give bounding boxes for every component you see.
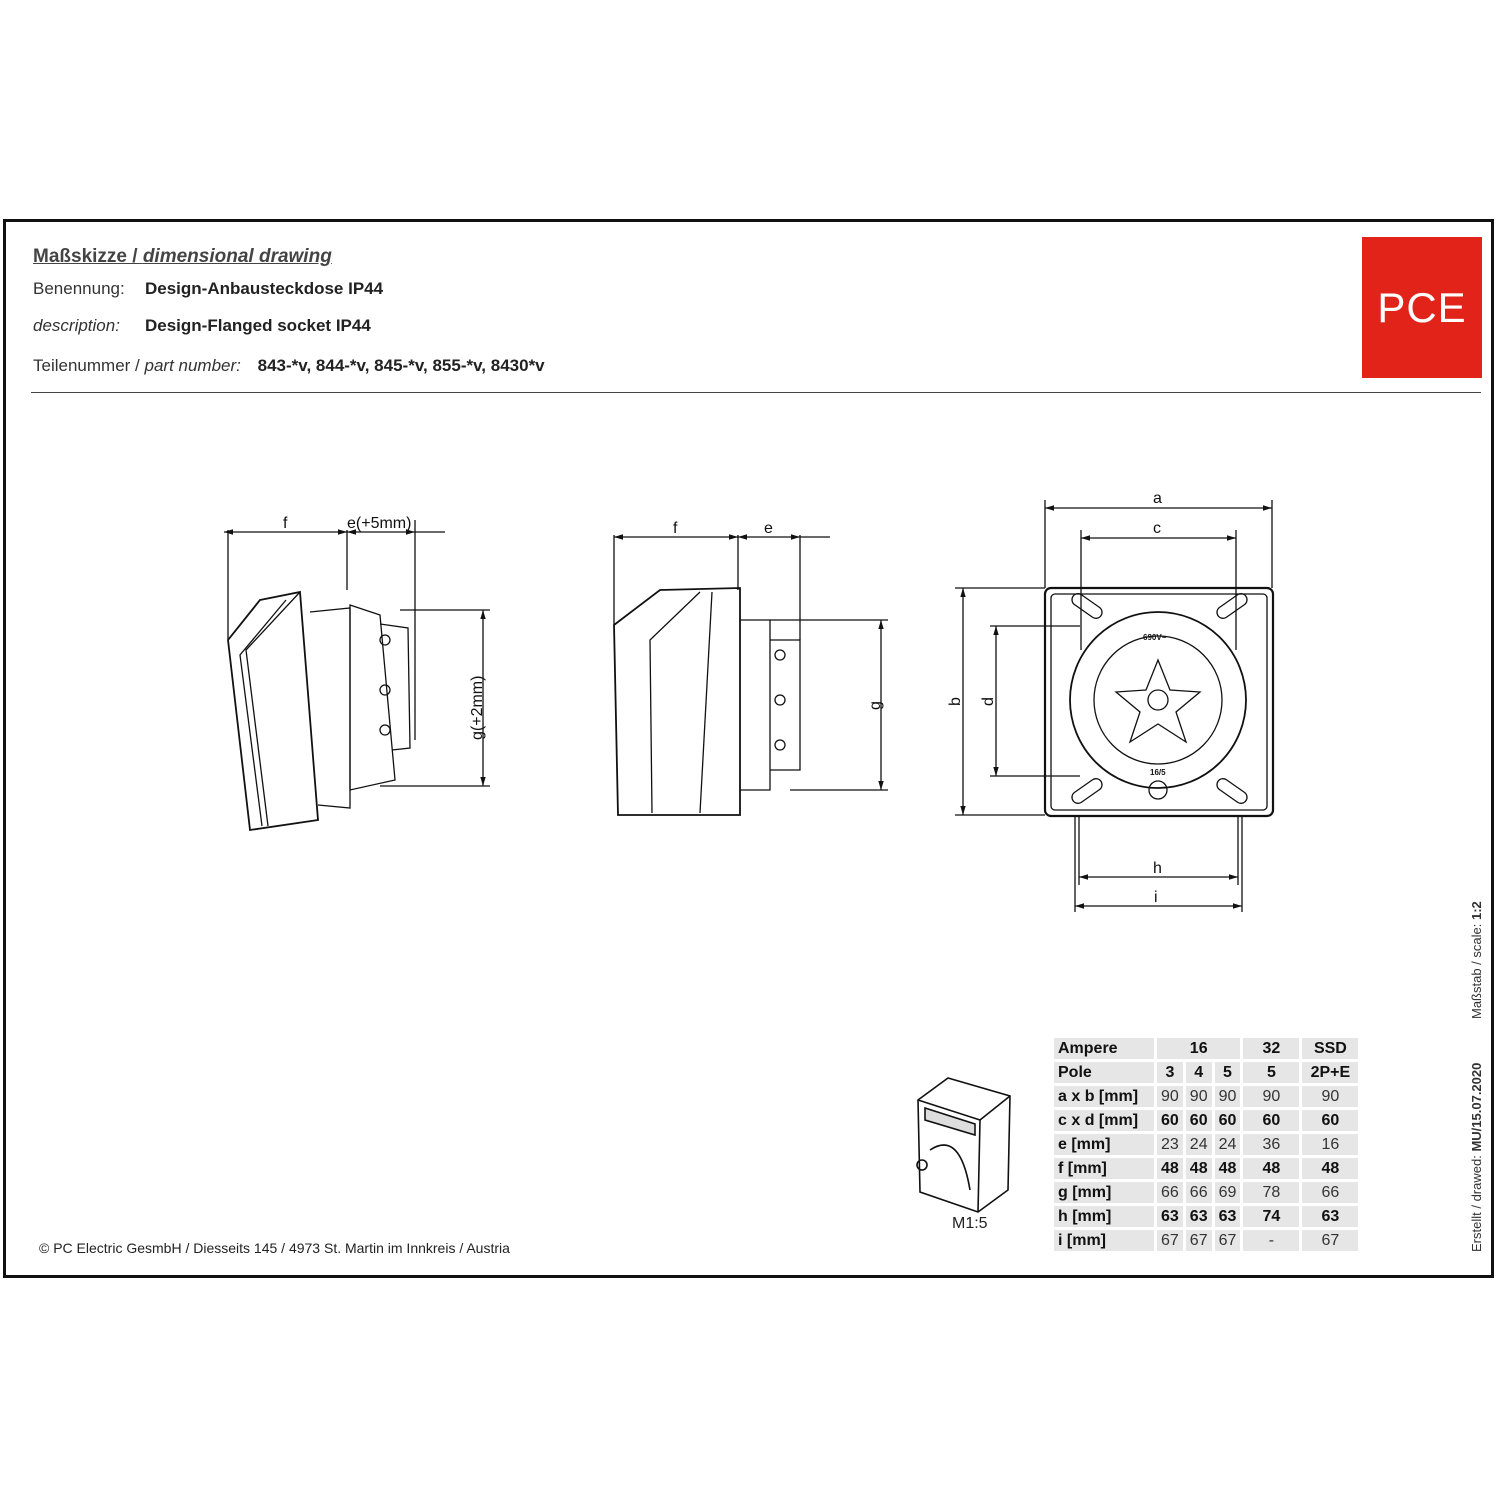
name-row: Benennung: Design-Anbausteckdose IP44 (33, 279, 383, 299)
table-cell: 48 (1302, 1158, 1359, 1179)
front-view (955, 500, 1275, 912)
copyright-footer: © PC Electric GesmbH / Diesseits 145 / 4… (39, 1240, 510, 1256)
svg-text:g: g (867, 701, 884, 710)
table-cell: 48 (1157, 1158, 1183, 1179)
svg-text:h: h (1153, 860, 1162, 877)
svg-text:a: a (1153, 490, 1162, 507)
header-divider (31, 392, 1481, 393)
part-label-en: part number: (144, 356, 241, 375)
table-cell: 60 (1214, 1110, 1241, 1131)
description-row: description: Design-Flanged socket IP44 (33, 316, 371, 336)
table-cell: 5 (1214, 1062, 1241, 1083)
table-cell: 66 (1157, 1182, 1183, 1203)
ampere-32-cell: 32 (1243, 1038, 1300, 1059)
pce-logo: PCE (1362, 237, 1482, 378)
svg-text:f: f (673, 520, 678, 537)
description-value: Design-Flanged socket IP44 (145, 316, 371, 335)
table-cell: 23 (1157, 1134, 1183, 1155)
row-label: a x b [mm] (1054, 1086, 1154, 1107)
table-cell: 60 (1157, 1110, 1183, 1131)
row-label: h [mm] (1054, 1206, 1154, 1227)
table-cell: - (1243, 1230, 1300, 1251)
dimension-labels: f e(+5mm) g(+2mm) f e g a c b d h i 690V… (283, 490, 1167, 906)
table-cell: 2P+E (1302, 1062, 1359, 1083)
table-cell: 4 (1185, 1062, 1212, 1083)
table-cell: 48 (1185, 1158, 1212, 1179)
table-cell: 16 (1302, 1134, 1359, 1155)
table-cell: 66 (1302, 1182, 1359, 1203)
table-cell: 63 (1214, 1206, 1241, 1227)
table-cell: 67 (1214, 1230, 1241, 1251)
svg-text:g(+2mm): g(+2mm) (469, 676, 486, 740)
svg-text:16/5: 16/5 (1150, 768, 1166, 777)
description-label: description: (33, 316, 120, 335)
table-cell: 90 (1214, 1086, 1241, 1107)
table-cell: 63 (1302, 1206, 1359, 1227)
ampere-ssd-cell: SSD (1302, 1038, 1359, 1059)
part-number-row: Teilenummer / part number: 843-*v, 844-*… (33, 356, 545, 376)
table-cell: 66 (1185, 1182, 1212, 1203)
table-cell: 60 (1243, 1110, 1300, 1131)
table-cell: 67 (1302, 1230, 1359, 1251)
svg-text:f: f (283, 515, 288, 532)
svg-text:690V~: 690V~ (1143, 633, 1167, 642)
row-label: c x d [mm] (1054, 1110, 1154, 1131)
table-cell: 36 (1243, 1134, 1300, 1155)
table-cell: 63 (1185, 1206, 1212, 1227)
isometric-view (916, 1077, 1011, 1213)
table-cell: 90 (1157, 1086, 1183, 1107)
svg-text:e: e (764, 520, 773, 537)
name-label: Benennung: (33, 279, 125, 298)
table-cell: 24 (1214, 1134, 1241, 1155)
svg-text:d: d (980, 697, 997, 706)
table-cell: 90 (1302, 1086, 1359, 1107)
row-label: i [mm] (1054, 1230, 1154, 1251)
row-label: f [mm] (1054, 1158, 1154, 1179)
table-row: Ampere 16 32 SSD (1054, 1038, 1359, 1059)
drawing-sheet: Maßskizze / dimensional drawing Benennun… (3, 219, 1494, 1278)
table-cell: 60 (1185, 1110, 1212, 1131)
table-cell: 90 (1185, 1086, 1212, 1107)
name-value: Design-Anbausteckdose IP44 (145, 279, 384, 298)
table-cell: 60 (1302, 1110, 1359, 1131)
svg-text:i: i (1154, 889, 1158, 906)
svg-text:e(+5mm): e(+5mm) (347, 515, 411, 532)
table-cell: 3 (1157, 1062, 1183, 1083)
svg-text:b: b (947, 697, 964, 706)
part-number-value: 843-*v, 844-*v, 845-*v, 855-*v, 8430*v (257, 356, 545, 375)
table-cell: 78 (1243, 1182, 1300, 1203)
part-label-de: Teilenummer / (33, 356, 140, 375)
table-cell: 74 (1243, 1206, 1300, 1227)
table-cell: 48 (1214, 1158, 1241, 1179)
row-label: g [mm] (1054, 1182, 1154, 1203)
ampere-16-cell: 16 (1157, 1038, 1241, 1059)
table-cell: 90 (1243, 1086, 1300, 1107)
table-cell: 5 (1243, 1062, 1300, 1083)
table-cell: 24 (1185, 1134, 1212, 1155)
side-view (613, 534, 888, 816)
sheet-title: Maßskizze / dimensional drawing (33, 246, 332, 267)
table-cell: 48 (1243, 1158, 1300, 1179)
table-cell: 63 (1157, 1206, 1183, 1227)
row-label: Pole (1054, 1062, 1154, 1083)
table-cell: 69 (1214, 1182, 1241, 1203)
table-cell: 67 (1157, 1230, 1183, 1251)
table-cell: 67 (1185, 1230, 1212, 1251)
iso-scale-label: M1:5 (952, 1215, 988, 1232)
svg-text:c: c (1153, 520, 1161, 537)
row-label: e [mm] (1054, 1134, 1154, 1155)
side-view-extended (224, 520, 490, 832)
